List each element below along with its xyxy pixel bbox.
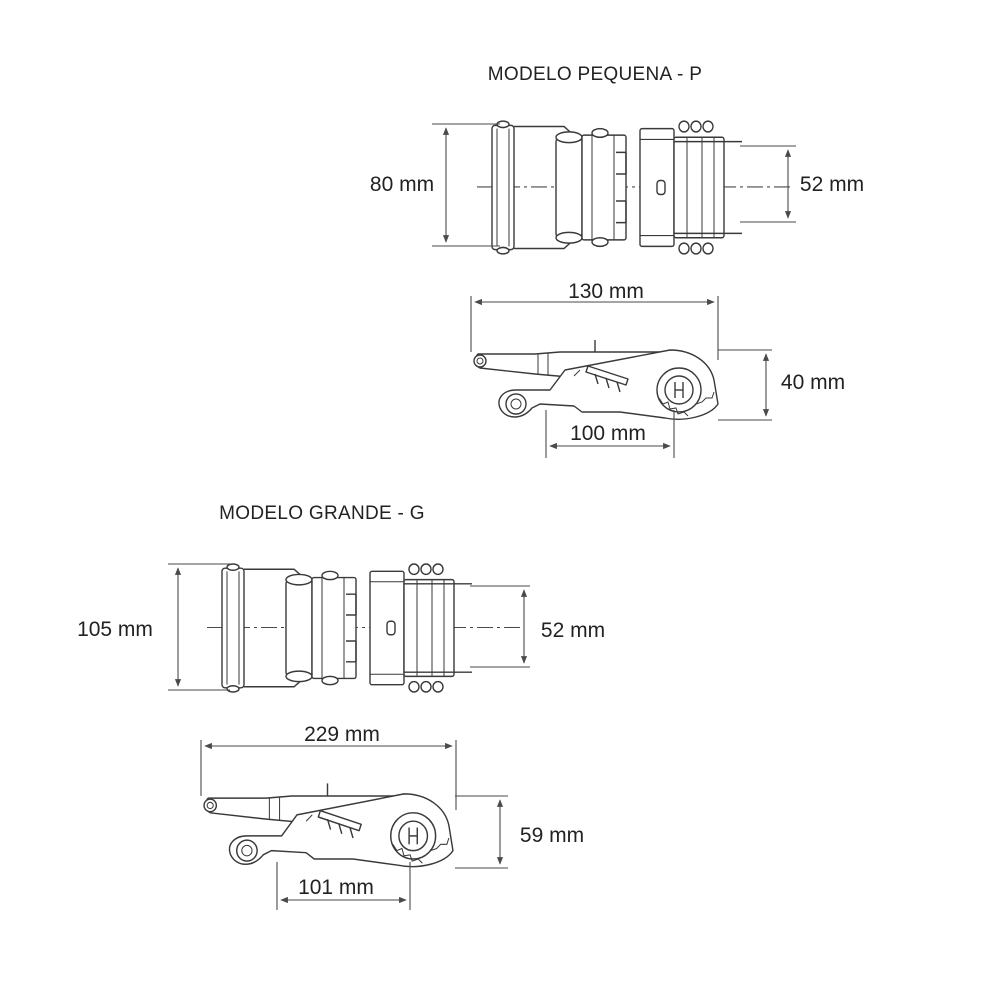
title-modelo-grande: MODELO GRANDE - G <box>219 503 425 524</box>
small-strap-width-label: 52 mm <box>800 173 864 196</box>
small-base-length-label: 100 mm <box>570 422 646 445</box>
large-overall-width-label: 105 mm <box>77 618 153 641</box>
small-length-dimension <box>470 296 719 360</box>
small-length-label: 130 mm <box>568 280 644 303</box>
small-strap-dimension <box>740 145 796 223</box>
large-base-length-label: 101 mm <box>298 876 374 899</box>
large-top-view <box>206 563 523 693</box>
small-overall-width-label: 80 mm <box>370 173 434 196</box>
large-side-view <box>203 782 454 868</box>
small-base-dimension <box>545 410 675 458</box>
large-length-dimension <box>200 740 457 810</box>
large-strap-width-label: 52 mm <box>541 619 605 642</box>
small-height-label: 40 mm <box>781 371 845 394</box>
large-width-dimension <box>168 563 230 691</box>
large-strap-dimension <box>470 585 530 668</box>
small-side-view <box>473 339 719 420</box>
small-width-dimension <box>432 123 500 247</box>
large-height-label: 59 mm <box>520 824 584 847</box>
large-length-label: 229 mm <box>304 723 380 746</box>
small-height-dimension <box>718 349 772 421</box>
title-modelo-pequena: MODELO PEQUENA - P <box>488 64 702 85</box>
small-top-view <box>476 120 793 255</box>
large-base-dimension <box>276 862 411 910</box>
large-height-dimension <box>455 795 508 869</box>
